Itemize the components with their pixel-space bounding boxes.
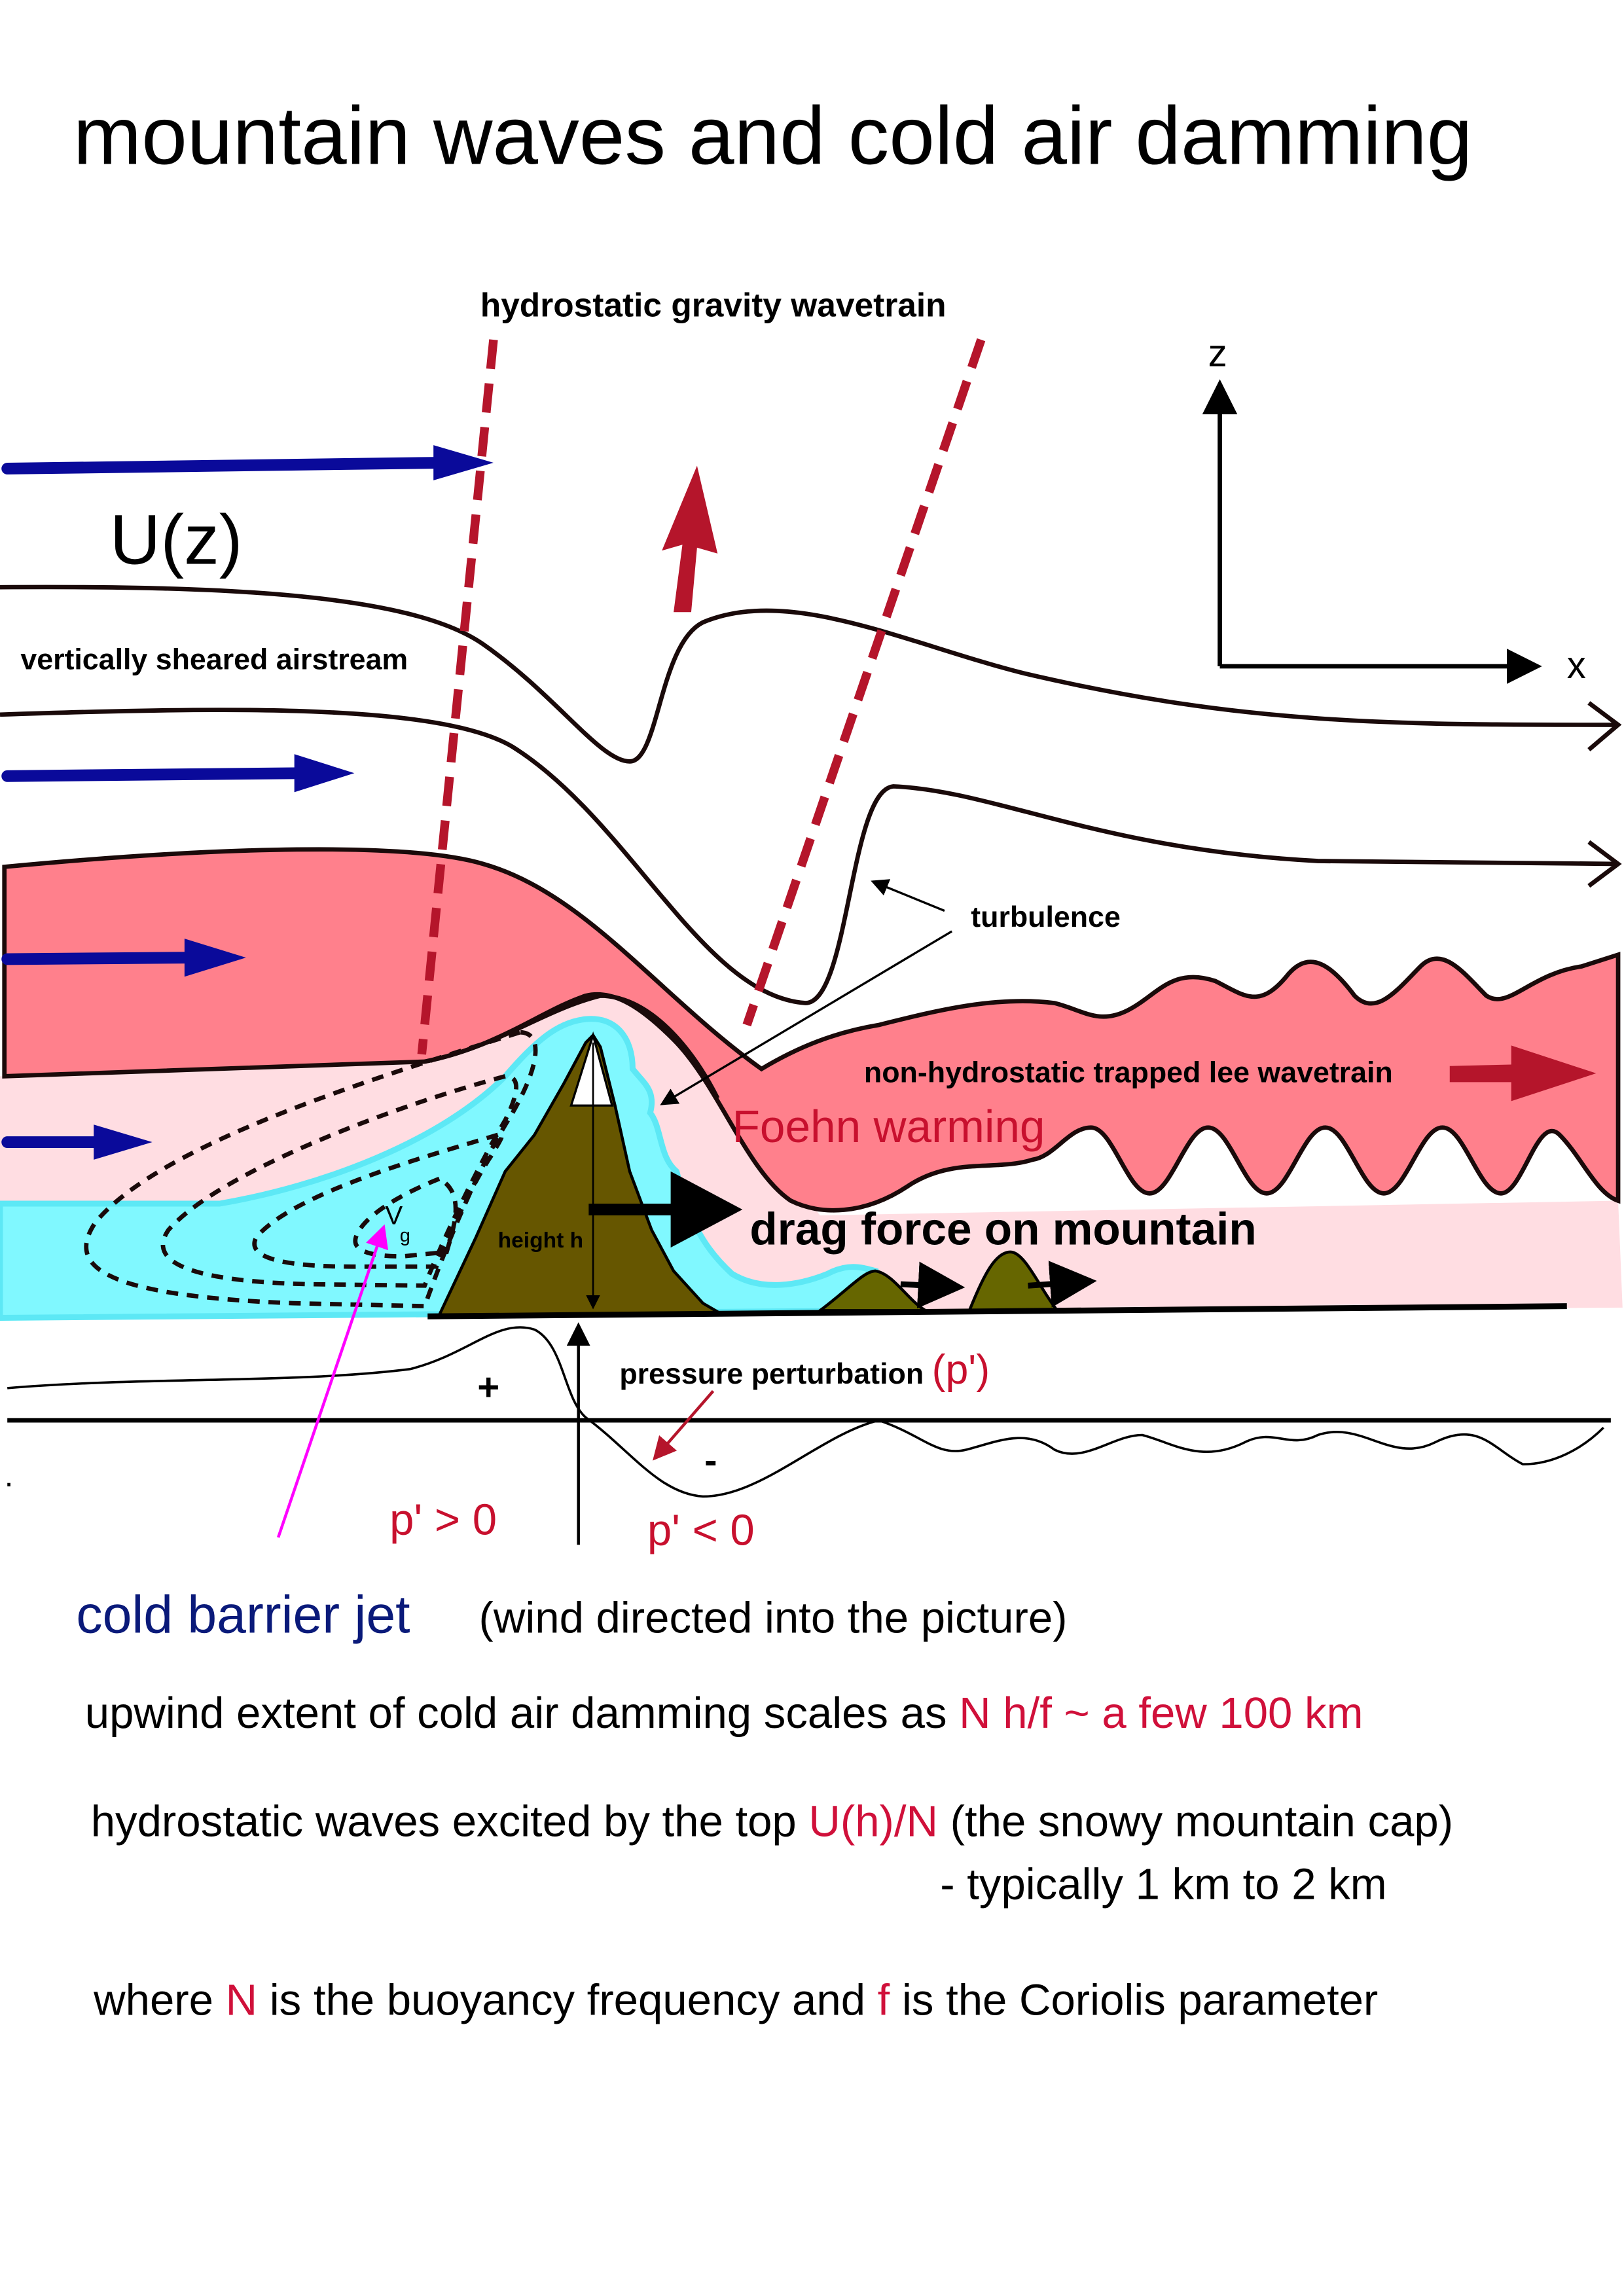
gravity-wave-phase-lines (417, 338, 986, 1055)
note-hydro-text: hydrostatic waves excited by the top (91, 1797, 809, 1846)
pressure-label-text: pressure perturbation (619, 1357, 924, 1390)
sheared-airstream-label: vertically sheared airstream (20, 643, 408, 675)
drag-force-arrow (588, 1171, 743, 1248)
turbulence-label: turbulence (971, 901, 1121, 933)
streamline-upper-arrowhead (1587, 701, 1622, 752)
note-hydro-formula: U(h)/N (808, 1797, 938, 1846)
lee-hill-1 (816, 1269, 931, 1312)
p-negative-label: p' < 0 (647, 1505, 755, 1554)
def-coriolis: is the Coriolis parameter (890, 1975, 1378, 2024)
pressure-pointer (653, 1390, 715, 1461)
note-hydro-cap: (the snowy mountain cap) (938, 1797, 1453, 1846)
lee-wavetrain-arrow (1449, 1045, 1597, 1102)
def-buoyancy: is the buoyancy frequency and (257, 1975, 878, 2024)
streamline-lower (0, 708, 1619, 1005)
def-f: f (878, 1975, 890, 2024)
stray-dot: . (5, 1458, 14, 1494)
streamline-lower-arrowhead (1587, 840, 1622, 888)
foehn-warming-label: Foehn warming (732, 1101, 1045, 1152)
streamline-upper (0, 584, 1619, 764)
ground-line (427, 1303, 1567, 1319)
def-n: N (226, 1975, 257, 2024)
axis-x-label: x (1567, 644, 1586, 687)
axes (1202, 379, 1542, 684)
cold-barrier-jet-label: cold barrier jet (76, 1585, 410, 1644)
vg-label-g: g (400, 1225, 410, 1246)
plus-sign: + (477, 1366, 499, 1408)
pressure-symbol: (p') (932, 1347, 990, 1393)
barrier-jet-contours (84, 1030, 538, 1309)
minus-sign: - (704, 1439, 717, 1482)
pressure-curve (7, 1326, 1604, 1498)
height-label: height h (498, 1229, 583, 1253)
lee-hill-2 (967, 1250, 1060, 1312)
page-title: mountain waves and cold air damming (73, 90, 1473, 182)
wave-energy-arrow (662, 465, 718, 613)
def-where: where (93, 1975, 225, 2024)
u-of-z-label: U(z) (110, 500, 243, 579)
gravity-wavetrain-label: hydrostatic gravity wavetrain (480, 285, 947, 323)
wind-arrows (1, 445, 494, 1160)
note-damming-scale: upwind extent of cold air damming scales… (85, 1689, 1363, 1738)
note-definitions: where N is the buoyancy frequency and f … (93, 1975, 1378, 2024)
barrier-jet-pointer (276, 1224, 389, 1538)
warm-layer (2, 847, 1621, 1213)
lee-wavetrain-label: non-hydrostatic trapped lee wavetrain (864, 1056, 1393, 1088)
turbulence-pointers (660, 879, 953, 1105)
note-hydrostatic-waves: hydrostatic waves excited by the top U(h… (91, 1797, 1453, 1846)
snow-cap (569, 1031, 614, 1107)
note-damming-formula: N h/f ~ a few 100 km (959, 1689, 1363, 1738)
axis-z-label: z (1208, 332, 1227, 374)
note-damming-text: upwind extent of cold air damming scales… (85, 1689, 959, 1738)
note-typical-range: - typically 1 km to 2 km (940, 1860, 1386, 1909)
pressure-label: pressure perturbation (p') (619, 1347, 990, 1393)
jet-detail-label: (wind directed into the picture) (479, 1593, 1068, 1642)
drag-force-label: drag force on mountain (749, 1204, 1256, 1255)
p-positive-label: p' > 0 (389, 1496, 497, 1545)
mountain (437, 1033, 726, 1317)
hump-outline (424, 993, 720, 1100)
hill-drag-arrows (900, 1261, 1097, 1309)
